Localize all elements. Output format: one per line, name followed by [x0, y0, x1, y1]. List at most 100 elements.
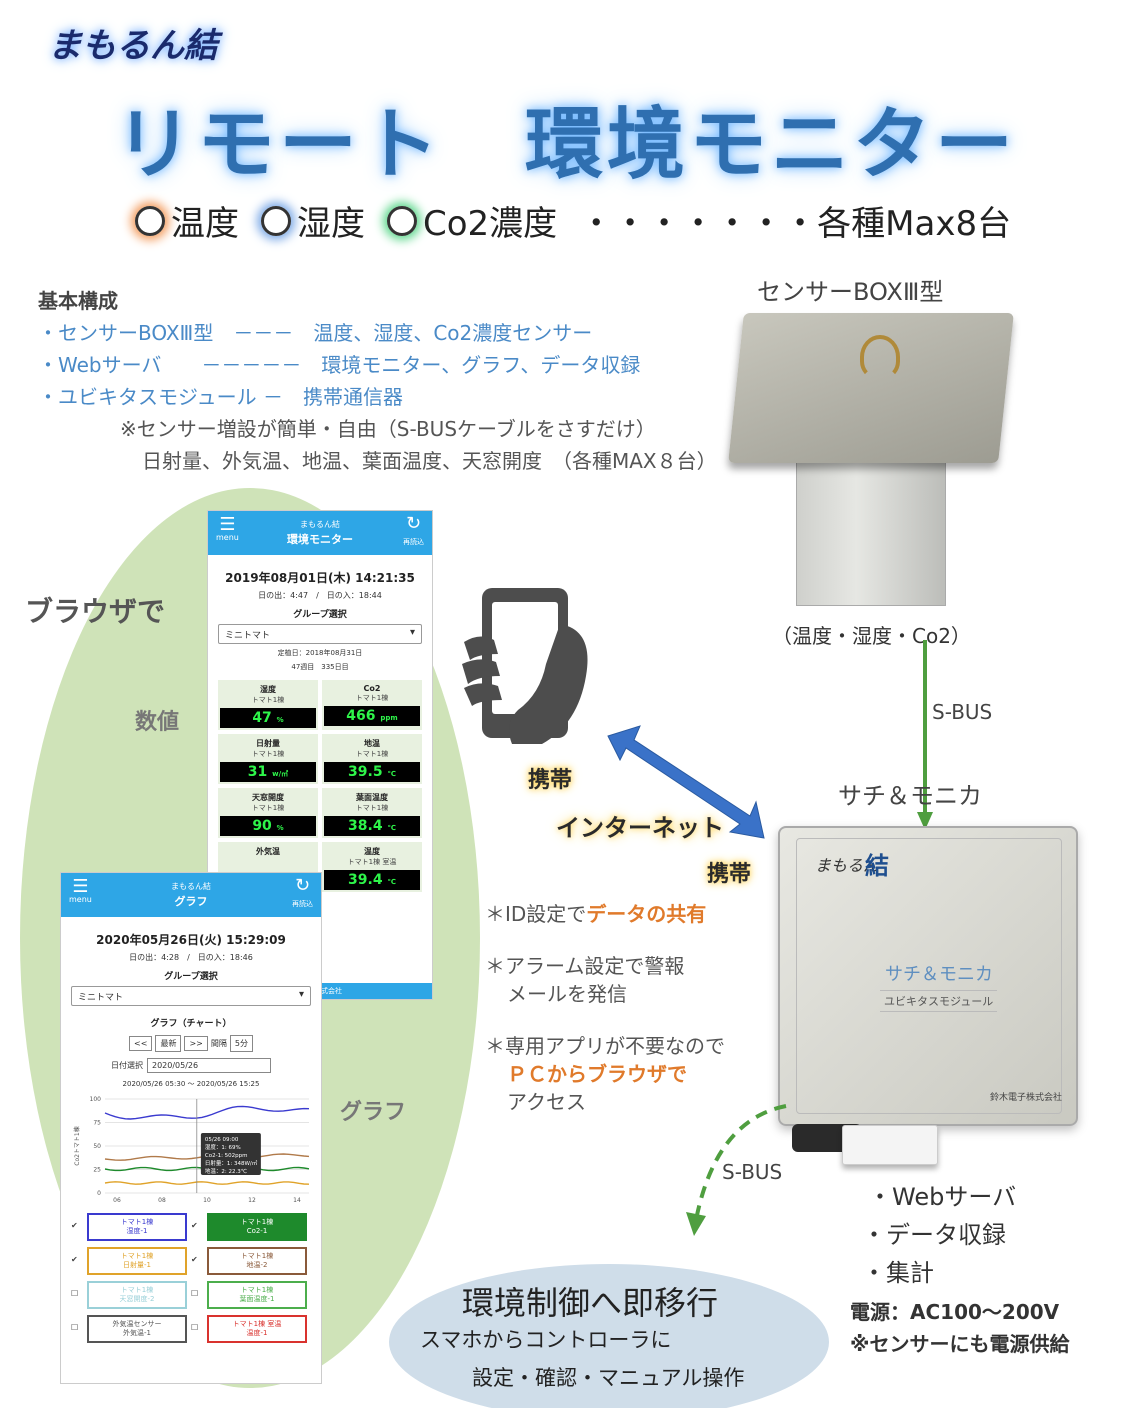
list-item: ・集計 [862, 1259, 934, 1287]
sensor-name: 日射量 [256, 739, 280, 748]
list-item: ・データ収録 [862, 1221, 1006, 1249]
sensor-name: 湿度 [260, 685, 276, 694]
group-select-label: グループ選択 [293, 610, 347, 620]
sensor-value: 39.5 ℃ [324, 762, 420, 782]
sensor-location: トマト1棟 [355, 750, 389, 758]
config-note: ※センサー増設が簡単・自由（S-BUSケーブルをさすだけ） [120, 417, 656, 441]
interval-select[interactable]: 5分 [229, 1035, 253, 1052]
internet-double-arrow [607, 725, 765, 839]
device-sub: ユビキタスモジュール [880, 990, 998, 1012]
group-select[interactable]: ミニトマト [71, 986, 311, 1006]
config-row: ・ユビキタスモジュール － 携帯通信器 [38, 385, 403, 409]
feature-data-share: ＊ID設定でデータの共有 [485, 902, 707, 926]
group-select[interactable]: ミニトマト [218, 624, 422, 644]
mobile-label-1: 携帯 [528, 768, 573, 793]
co2-ring-icon [387, 205, 417, 236]
sbus-dashed-arrow [686, 1104, 787, 1236]
sunrise-sunset: 日の出：4:28 / 日の入：18:46 [129, 953, 253, 962]
metric-co2: Co2濃度 [423, 204, 558, 244]
tooltip-line: 湿度：1: 69% [205, 1143, 241, 1151]
tooltip-line: Co2-1: 502ppm [205, 1153, 248, 1159]
app-header: ☰menu まもるん結 環境モニター ↻再読込 [208, 511, 432, 555]
hamburger-icon: ☰ [72, 876, 89, 897]
device-maker: 鈴木電子株式会社 [990, 1093, 1063, 1103]
y-tick-label: 100 [90, 1096, 102, 1103]
sensor-location: トマト1棟 [251, 750, 285, 758]
smartphone-hand-icon [462, 588, 588, 744]
prev-button[interactable]: << [129, 1036, 153, 1051]
bubble-line-1: スマホからコントローラに [420, 1328, 672, 1352]
bubble-title: 環境制御へ即移行 [462, 1284, 719, 1322]
current-datetime: 2020年05月26日(火) 15:29:09 [96, 933, 286, 947]
device-title: サチ＆モニカ [838, 782, 982, 810]
screen-title: 環境モニター [287, 533, 353, 546]
app-header: ☰menu まもるん結 グラフ ↻再読込 [61, 873, 321, 917]
main-title: リモート 環境モニター [115, 100, 1018, 190]
humidity-series-line [104, 1105, 310, 1120]
sensor-location: トマト1棟 [251, 696, 285, 704]
sensor-location: トマト1棟 室温 [347, 858, 397, 866]
metric-temperature: 温度 [171, 204, 239, 244]
sensor-value: 31 w/㎡ [220, 762, 316, 782]
sensor-name: 天窓開度 [252, 793, 284, 802]
graph-range: 2020/05/26 05:30 ～ 2020/05/26 15:25 [122, 1080, 260, 1088]
reload-button[interactable]: ↻再読込 [403, 513, 424, 547]
sensor-name: Co2 [363, 684, 381, 693]
sensor-value: 38.4 ℃ [324, 816, 420, 836]
date-row: 日付選択 2020/05/26 [111, 1058, 321, 1073]
y-tick-label: 50 [93, 1143, 101, 1150]
numbers-label: 数値 [135, 710, 180, 735]
bubble-line-2: 設定・確認・マニュアル操作 [472, 1366, 745, 1390]
webserver-feature-list: ・Webサーバ ・データ収録 ・集計 [862, 1178, 1016, 1292]
week-count: 47週目 335日目 [291, 663, 349, 671]
sensor-box-body [796, 448, 946, 606]
graph-nav: << 最新 >> 間隔 5分 [61, 1035, 321, 1052]
next-button[interactable]: >> [184, 1036, 208, 1051]
hamburger-icon: ☰ [219, 514, 236, 535]
x-tick-label: 14 [293, 1197, 301, 1203]
power-note: ※センサーにも電源供給 [850, 1332, 1070, 1356]
metrics-line: 温度 湿度 Co2濃度 ・・・・・・・各種Max8台 [135, 196, 1011, 245]
app-name: まもるん結 [171, 882, 211, 891]
menu-button[interactable]: ☰menu [216, 514, 239, 543]
config-heading: 基本構成 [38, 289, 118, 313]
sbus-cable-arrow [917, 640, 933, 830]
tooltip-line: 地温：2: 22.3℃ [205, 1167, 247, 1175]
mobile-label-2: 携帯 [707, 862, 752, 887]
graph-label: グラフ [340, 1100, 407, 1125]
reload-icon: ↻ [405, 513, 422, 534]
y-tick-label: 0 [97, 1190, 101, 1197]
date-input[interactable]: 2020/05/26 [147, 1058, 271, 1073]
menu-button[interactable]: ☰menu [69, 876, 92, 905]
sensor-name: 葉面温度 [356, 793, 388, 802]
sensor-location: トマト1棟 [355, 804, 389, 812]
sensor-value: 47 % [220, 708, 316, 728]
sensor-box-title: センサーBOXⅢ型 [757, 278, 944, 306]
sensor-location [220, 857, 316, 865]
humidity-ring-icon [261, 205, 291, 236]
temperature-ring-icon [135, 205, 165, 236]
reload-button[interactable]: ↻再読込 [292, 875, 313, 909]
sbus-label-top: S-BUS [932, 700, 993, 724]
x-tick-label: 08 [158, 1197, 166, 1203]
latest-button[interactable]: 最新 [155, 1035, 182, 1052]
x-tick-label: 12 [248, 1197, 256, 1203]
solar-series-line [104, 1181, 310, 1185]
x-tick-label: 06 [113, 1197, 121, 1203]
sunrise-sunset: 日の出：4:47 / 日の入：18:44 [258, 591, 382, 600]
browser-label: ブラウザで [25, 595, 166, 628]
interval-label: 間隔 [210, 1039, 227, 1048]
y-axis-label: Co2トマト1棟 [73, 1126, 81, 1166]
power-spec: 電源：AC100～200V [850, 1300, 1060, 1324]
